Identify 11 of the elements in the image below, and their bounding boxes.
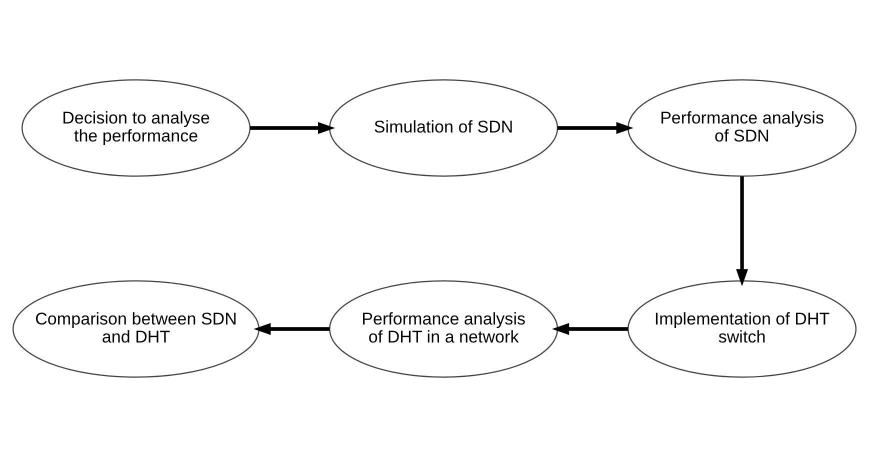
arrow bbox=[552, 323, 628, 335]
arrow bbox=[558, 122, 634, 134]
node-ellipse: Implementation of DHT switch bbox=[628, 280, 857, 378]
arrow bbox=[736, 176, 748, 286]
arrow bbox=[250, 122, 336, 134]
node-ellipse: Comparison between SDN and DHT bbox=[12, 280, 260, 378]
node-ellipse: Performance analysis of DHT in a network bbox=[329, 280, 558, 378]
node-ellipse: Simulation of SDN bbox=[329, 79, 558, 177]
arrow bbox=[254, 323, 330, 335]
node-ellipse: Decision to analyse the performance bbox=[22, 79, 251, 177]
node-ellipse: Performance analysis of SDN bbox=[628, 79, 857, 177]
